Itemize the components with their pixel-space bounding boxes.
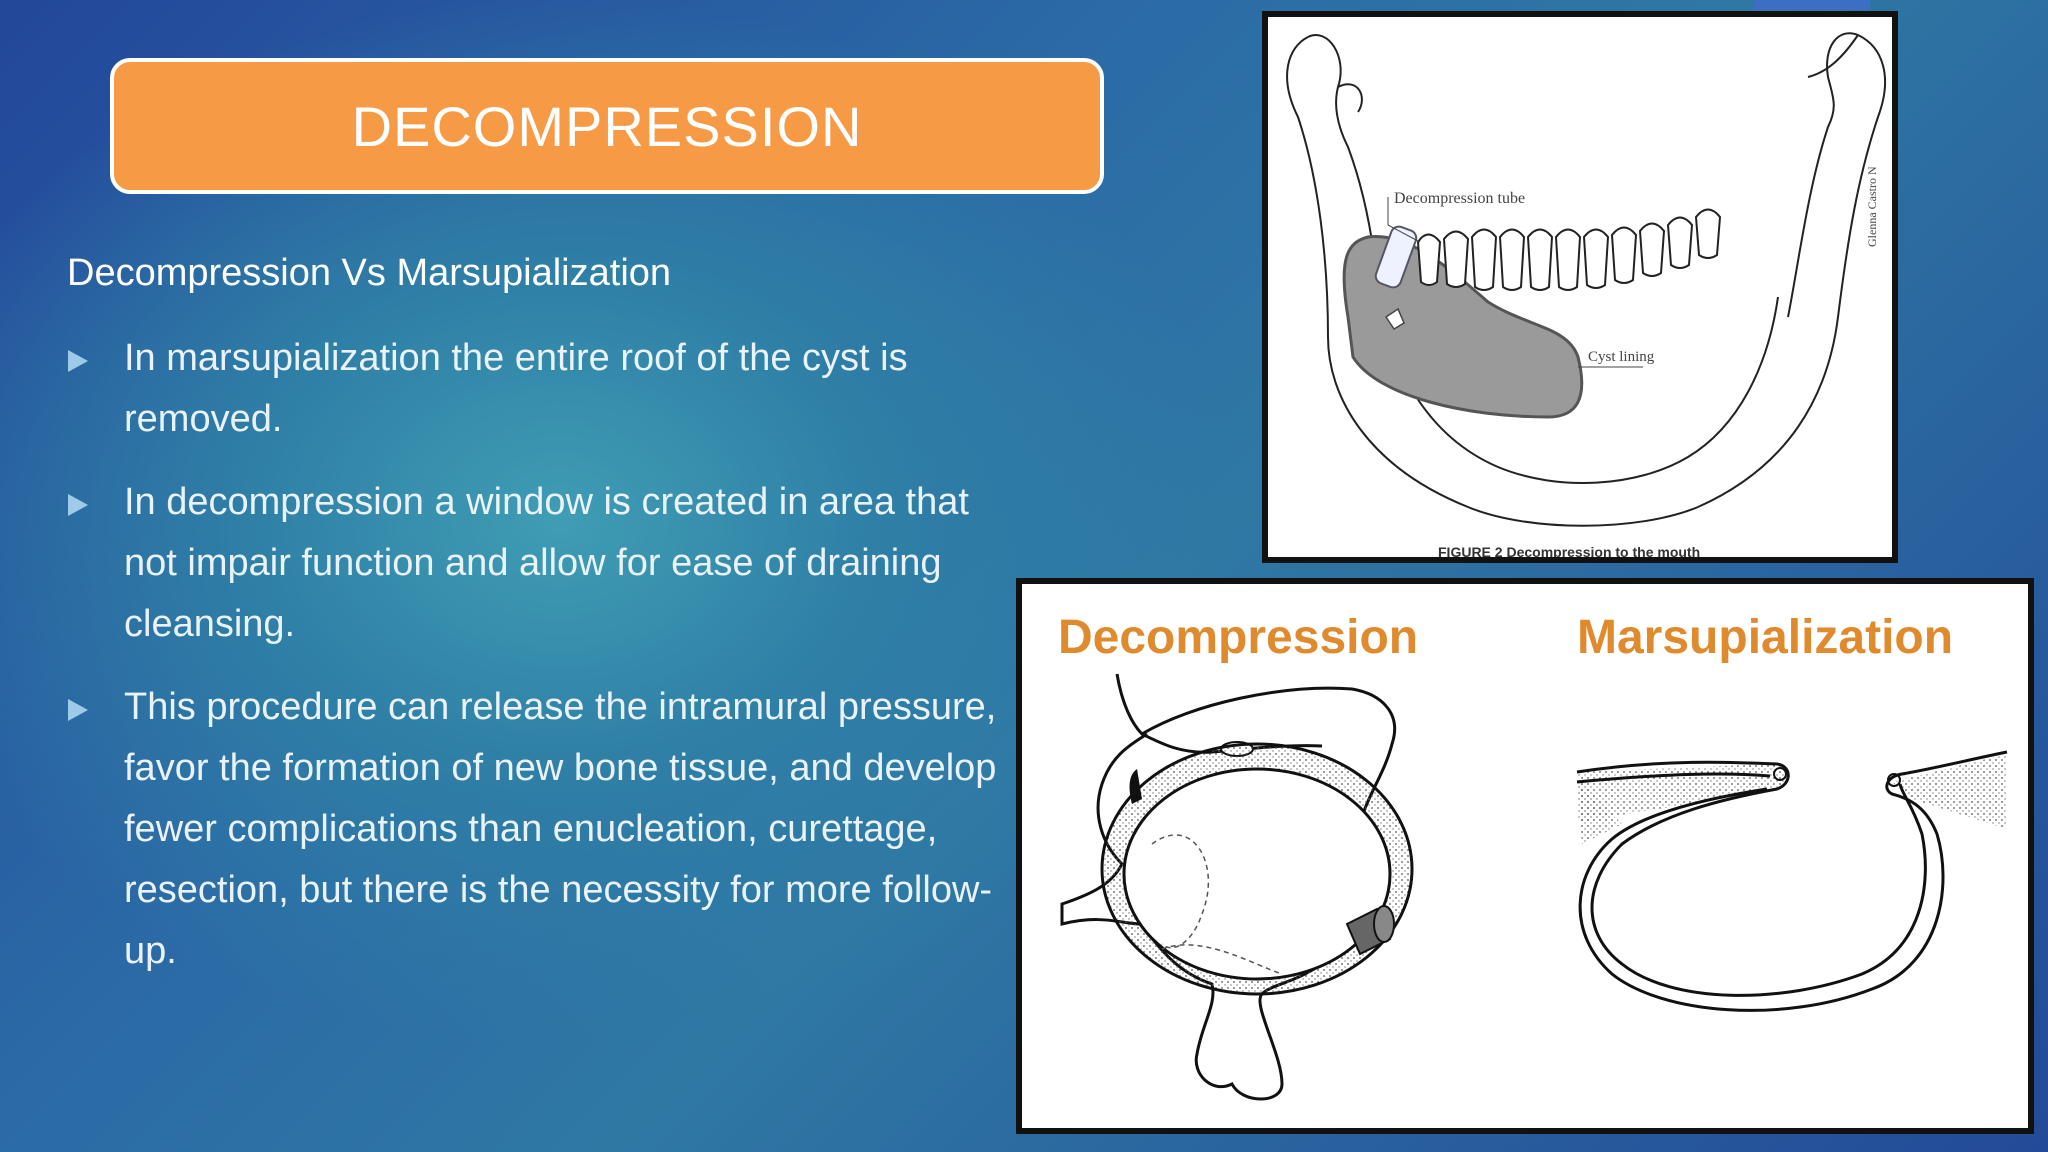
bullet-list: In marsupialization the entire roof of t… xyxy=(66,328,1006,1004)
bullet-arrow-icon xyxy=(68,350,88,372)
figure-caption: FIGURE 2 Decompression to the mouth xyxy=(1438,544,1700,557)
corner-accent xyxy=(1754,0,1870,10)
bullet-text: In decompression a window is created in … xyxy=(124,481,969,645)
label-cyst-lining: Cyst lining xyxy=(1588,349,1655,365)
comparison-figure: Decompression Marsupialization xyxy=(1016,578,2034,1134)
label-marsupialization: Marsupialization xyxy=(1577,611,1954,664)
bullet-item: This procedure can release the intramura… xyxy=(66,677,1006,982)
label-decompression-tube: Decompression tube xyxy=(1394,190,1525,207)
bullet-item: In marsupialization the entire roof of t… xyxy=(66,328,1006,450)
bullet-text: This procedure can release the intramura… xyxy=(124,686,997,972)
mandible-figure: Decompression tube Cyst lining Glenna Ca… xyxy=(1262,11,1898,563)
bullet-arrow-icon xyxy=(68,699,88,721)
title-box: DECOMPRESSION xyxy=(110,58,1104,194)
comparison-illustration xyxy=(1060,673,2008,1101)
bullet-item: In decompression a window is created in … xyxy=(66,472,1006,655)
slide-title: DECOMPRESSION xyxy=(351,94,863,158)
mandible-illustration: Decompression tube Cyst lining Glenna Ca… xyxy=(1286,32,1886,557)
drain-tube-icon xyxy=(1345,905,1395,956)
label-decompression: Decompression xyxy=(1058,611,1419,664)
decompression-tube-icon xyxy=(1374,225,1418,289)
bullet-text: In marsupialization the entire roof of t… xyxy=(124,337,908,440)
credit-text: Glenna Castro N xyxy=(1865,166,1879,247)
slide-subtitle: Decompression Vs Marsupialization xyxy=(67,252,672,294)
bullet-arrow-icon xyxy=(68,494,88,516)
